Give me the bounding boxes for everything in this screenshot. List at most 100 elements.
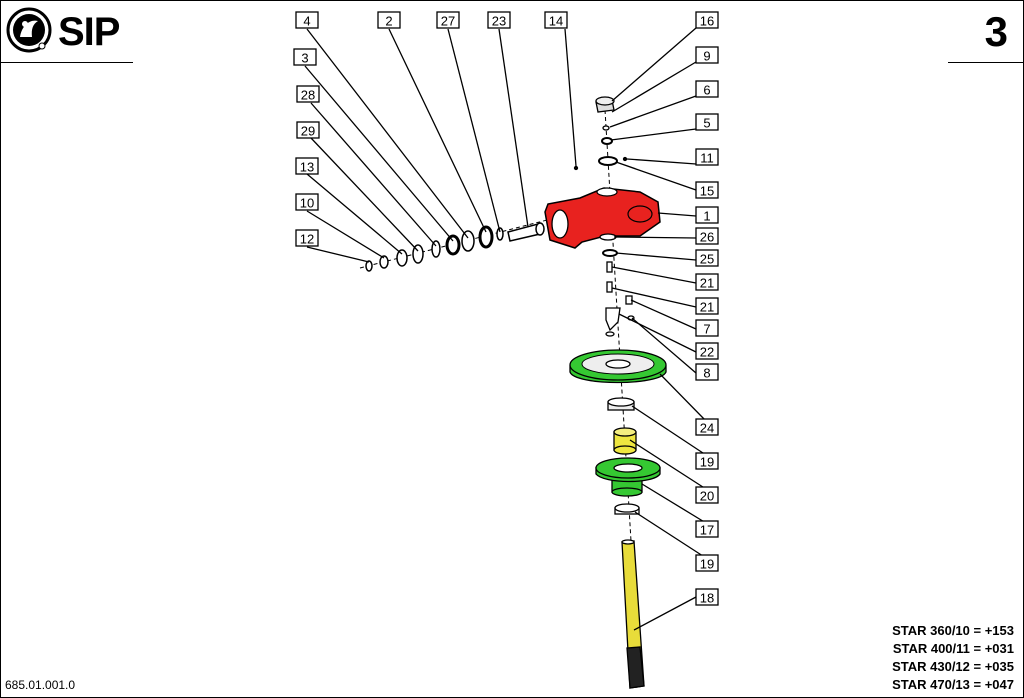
- callout-8: 8: [695, 363, 719, 381]
- callout-26: 26: [695, 227, 719, 245]
- callout-11: 11: [695, 148, 719, 166]
- part-27-ring: [496, 227, 504, 241]
- callout-29: 29: [296, 121, 320, 139]
- part-13-seal: [396, 249, 408, 267]
- callout-number: 7: [703, 322, 710, 337]
- callout-17: 17: [695, 520, 719, 538]
- callout-16: 16: [695, 11, 719, 29]
- part-28-ring: [431, 240, 441, 258]
- part-8-washer: [605, 331, 615, 337]
- part-1-gearbox-housing: [544, 187, 661, 249]
- callout-14: 14: [544, 11, 568, 29]
- callout-number: 24: [700, 421, 714, 436]
- part-26-ring: [599, 233, 617, 241]
- callout-19: 19: [695, 554, 719, 572]
- part-6-ring: [602, 125, 610, 131]
- part-21-bolt-b: [606, 281, 613, 293]
- part-15-washer: [598, 156, 618, 166]
- brand-logo: SIP: [6, 7, 120, 54]
- lower-parts: [599, 233, 635, 337]
- header-rule-left: [0, 62, 133, 63]
- callout-labels: 4 2 27 23 14 16 9 6 5 11 15 1 26 25 21 21 7 22 8 24 19 20 17 19…: [293, 11, 719, 606]
- callout-1: 1: [695, 206, 719, 224]
- model-variants: STAR 360/10 = +153 STAR 400/11 = +031 ST…: [892, 622, 1014, 694]
- variant-line: STAR 430/12 = +035: [892, 659, 1014, 674]
- sip-emblem-icon: [6, 7, 52, 58]
- callout-number: 1: [703, 209, 710, 224]
- part-19-bearing-upper: [607, 397, 635, 411]
- part-20-bushing: [613, 427, 637, 455]
- part-10-ring: [379, 255, 389, 269]
- callout-15: 15: [695, 181, 719, 199]
- part-22-key: [605, 307, 621, 332]
- callout-number: 19: [700, 455, 714, 470]
- callout-5: 5: [695, 113, 719, 131]
- callout-number: 27: [441, 14, 455, 29]
- callout-number: 20: [700, 489, 714, 504]
- callout-number: 6: [703, 83, 710, 98]
- variant-line: STAR 470/13 = +047: [892, 677, 1014, 692]
- callout-number: 28: [301, 88, 315, 103]
- callout-number: 19: [700, 557, 714, 572]
- callout-number: 11: [700, 151, 714, 166]
- part-2-bearing: [478, 225, 494, 249]
- variant-line: STAR 400/11 = +031: [892, 641, 1014, 656]
- callout-6: 6: [695, 80, 719, 98]
- callout-21: 21: [695, 273, 719, 291]
- callout-number: 22: [700, 345, 714, 360]
- leader-lines: [304, 27, 707, 631]
- callout-number: 25: [700, 252, 714, 267]
- callout-24: 24: [695, 418, 719, 436]
- part-29-ring: [412, 244, 424, 264]
- callout-12: 12: [295, 229, 319, 247]
- document-code: 685.01.001.0: [5, 678, 76, 692]
- callout-4: 4: [295, 11, 319, 29]
- callout-25: 25: [695, 249, 719, 267]
- callout-number: 26: [700, 230, 714, 245]
- callout-number: 9: [703, 49, 710, 64]
- callout-number: 29: [301, 124, 315, 139]
- callout-21: 21: [695, 297, 719, 315]
- variant-line: STAR 360/10 = +153: [892, 623, 1014, 638]
- callout-19: 19: [695, 452, 719, 470]
- callout-2: 2: [377, 11, 401, 29]
- part-3-bearing: [445, 234, 461, 256]
- input-shaft-parts: [365, 222, 545, 272]
- callout-3: 3: [293, 48, 317, 66]
- callout-number: 4: [303, 14, 310, 29]
- callout-13: 13: [295, 157, 319, 175]
- callout-number: 5: [703, 116, 710, 131]
- header-rule-right: [948, 62, 1024, 63]
- brand-name: SIP: [58, 9, 120, 54]
- callout-7: 7: [695, 319, 719, 337]
- part-23-pinion-shaft: [507, 223, 541, 242]
- callout-9: 9: [695, 46, 719, 64]
- callout-number: 17: [700, 523, 714, 538]
- part-12-washer: [365, 260, 373, 272]
- callout-10: 10: [295, 193, 319, 211]
- callout-number: 13: [300, 160, 314, 175]
- part-17-flange: [595, 457, 661, 497]
- callout-27: 27: [436, 11, 460, 29]
- part-23-pinion-gear: [535, 222, 545, 236]
- callout-number: 16: [700, 14, 714, 29]
- part-14-plug: [573, 165, 579, 171]
- callout-number: 21: [700, 300, 714, 315]
- callout-number: 21: [700, 276, 714, 291]
- part-25-circlip: [602, 249, 618, 257]
- top-cap-parts: [573, 96, 628, 171]
- part-18-shaft: [621, 539, 645, 689]
- callout-number: 12: [300, 232, 314, 247]
- callout-number: 10: [300, 196, 314, 211]
- callout-20: 20: [695, 486, 719, 504]
- part-16-cap-top: [595, 96, 615, 106]
- part-19-bearing-lower: [614, 503, 640, 515]
- page-number: 3: [984, 8, 1008, 55]
- part-11-pin: [622, 156, 628, 162]
- callout-22: 22: [695, 342, 719, 360]
- part-21-bolt-a: [606, 261, 613, 273]
- callout-number: 2: [385, 14, 392, 29]
- callout-number: 23: [492, 14, 506, 29]
- callout-number: 3: [301, 51, 308, 66]
- part-4-seal: [461, 230, 475, 252]
